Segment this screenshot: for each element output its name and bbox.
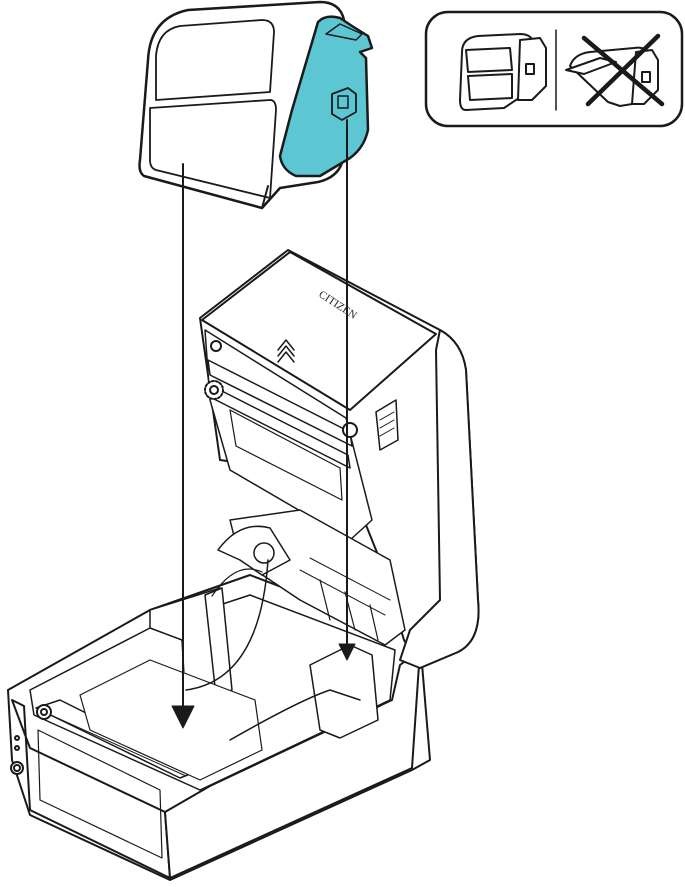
- x-cross-icon: [581, 33, 665, 107]
- printer-icon: CITIZEN: [7, 249, 480, 881]
- down-arrow-icon: [338, 643, 356, 661]
- insert-arrow-left: [171, 163, 195, 729]
- insert-arrow-right: [338, 119, 356, 661]
- correct-orientation-icon: [459, 33, 547, 111]
- feed-direction-icon: [277, 339, 295, 363]
- roll-holder-icon: [278, 15, 374, 178]
- down-arrow-icon: [171, 705, 195, 729]
- orientation-guide-panel: [424, 10, 684, 128]
